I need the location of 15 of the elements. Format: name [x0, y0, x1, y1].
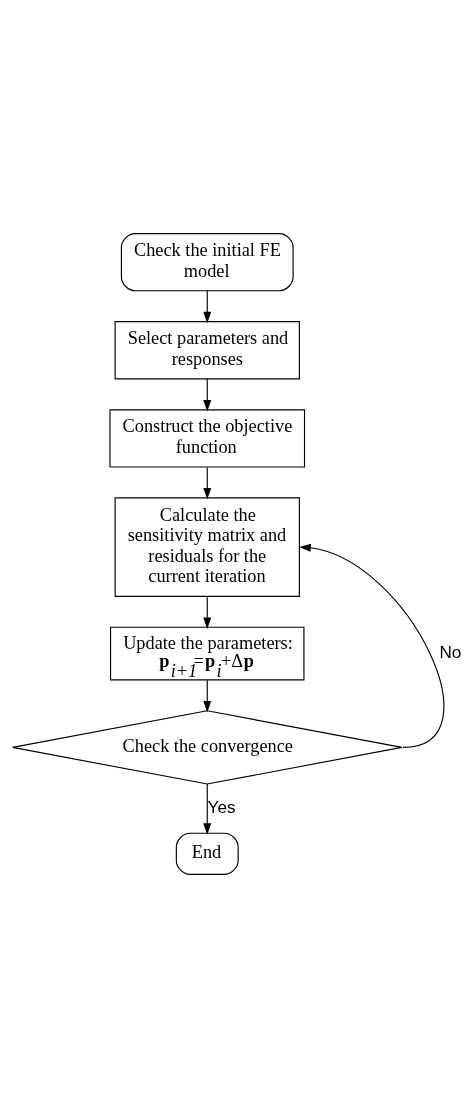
- arrow: [203, 595, 212, 629]
- arrow: [299, 543, 444, 748]
- node-box: End: [175, 832, 239, 875]
- edge-label: No: [439, 641, 462, 662]
- node-box: Select parameters and responses: [114, 321, 300, 380]
- node-box: Construct the objective function: [109, 409, 306, 468]
- edge-label: Yes: [207, 796, 236, 817]
- arrow: [203, 679, 212, 713]
- arrow: [203, 290, 212, 324]
- node-box: Check the initial FE model: [120, 233, 294, 292]
- arrow: [203, 378, 212, 412]
- node-diamond: Check the convergence: [12, 710, 403, 785]
- arrow: [203, 466, 212, 500]
- arrow: [203, 783, 212, 835]
- node-box: Calculate the sensitivity matrix and residuals for the current iteration: [114, 497, 300, 597]
